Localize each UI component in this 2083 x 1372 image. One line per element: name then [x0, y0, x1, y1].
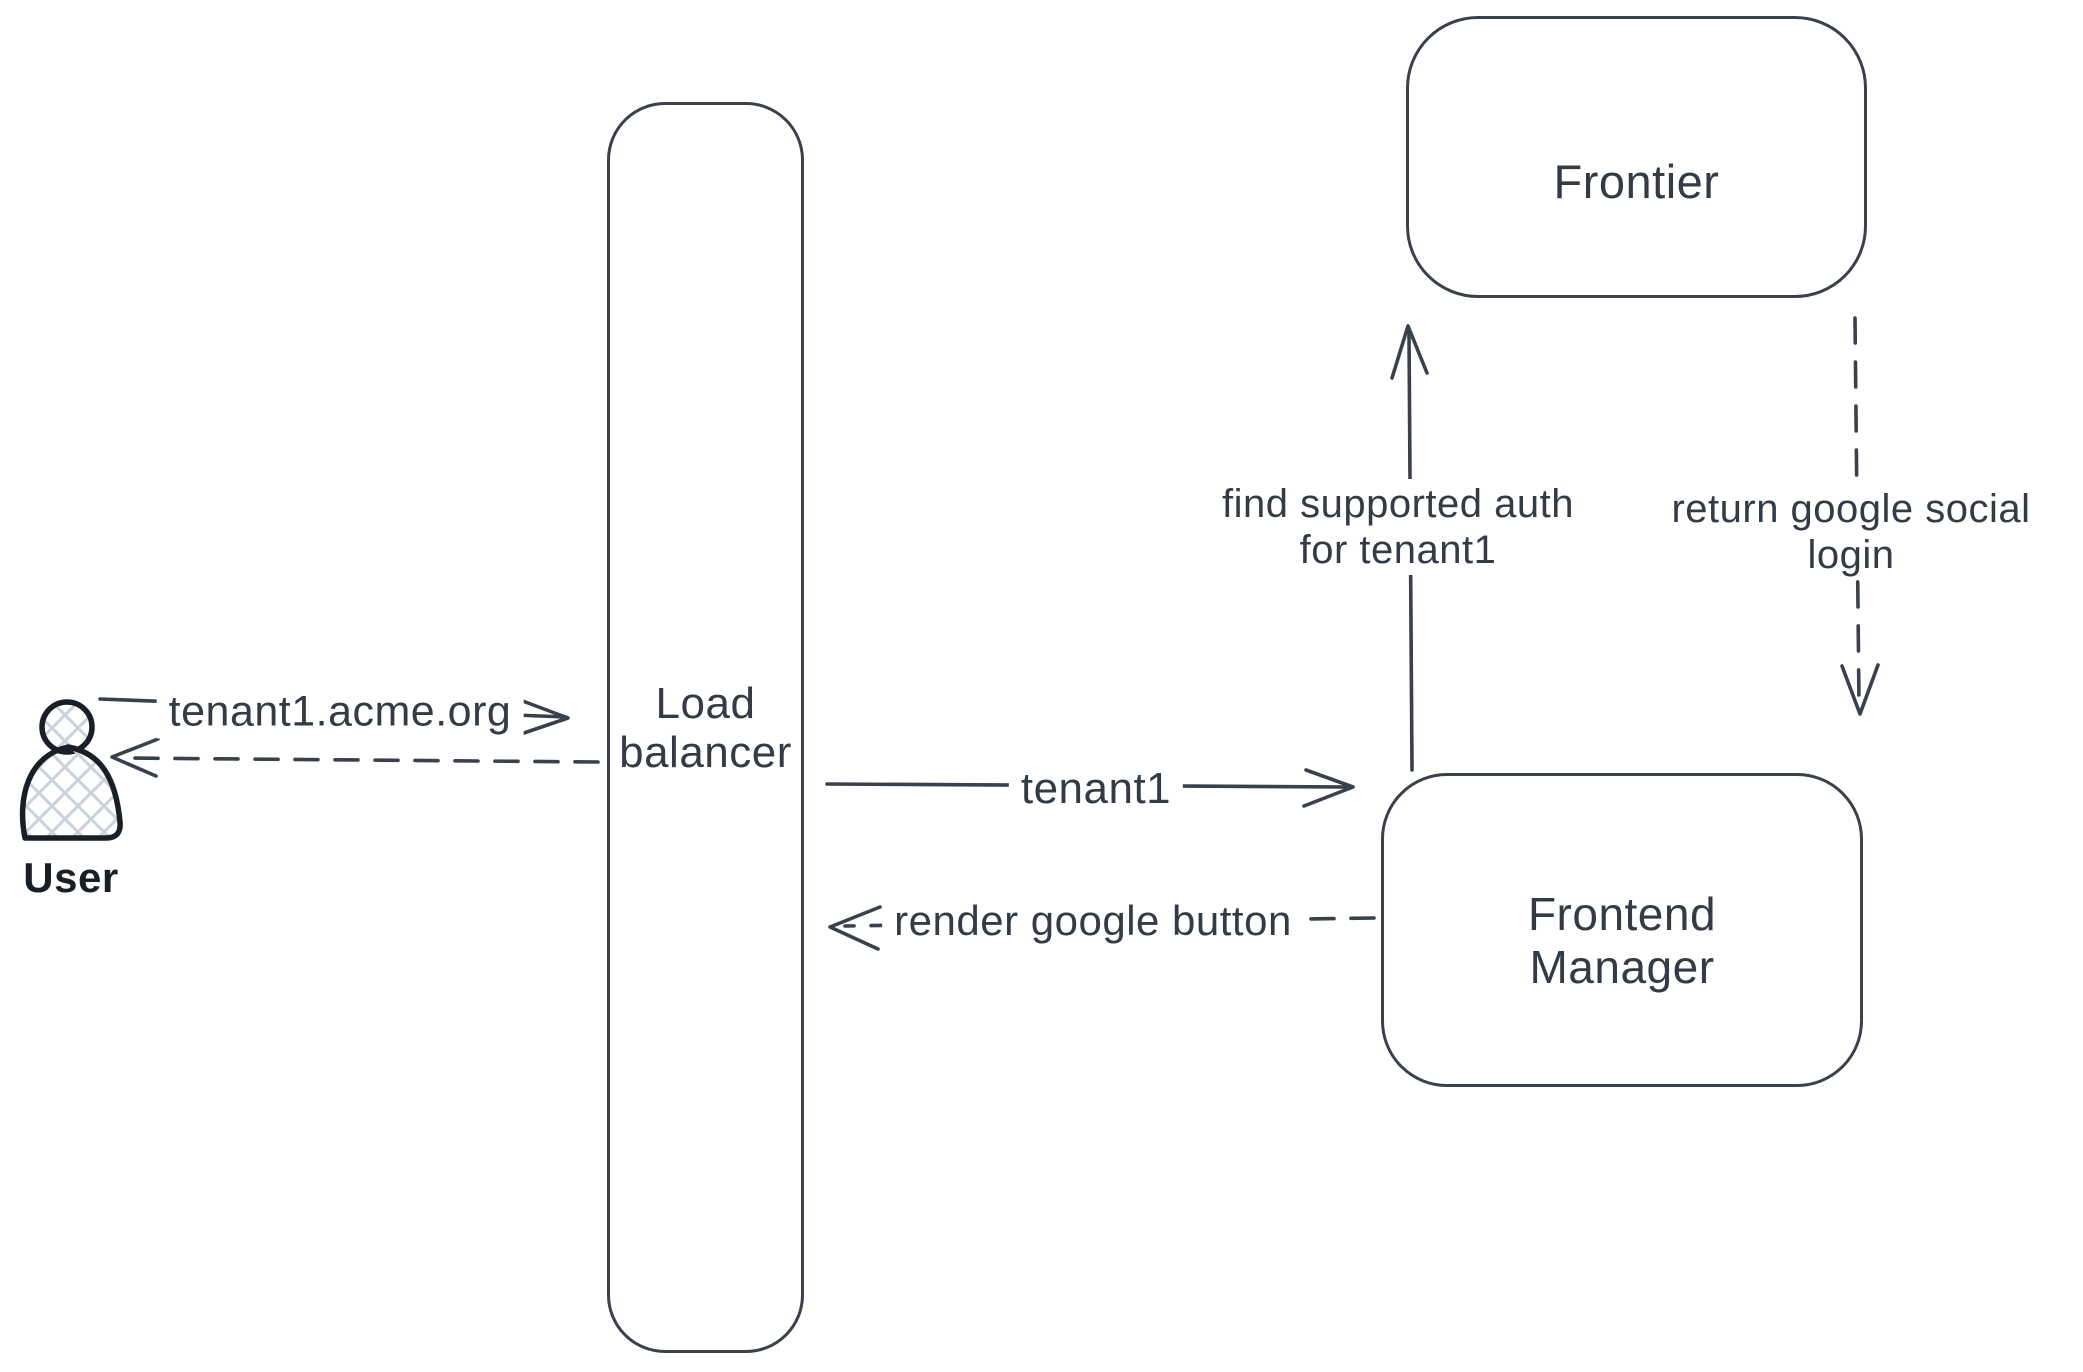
edge-label-find-supported-auth-line1: find supported auth: [1222, 482, 1574, 526]
edge-label-find-supported-auth: find supported auth for tenant1: [1210, 479, 1586, 575]
edge-label-render-google-button: render google button: [882, 895, 1304, 947]
arrow-head: [828, 905, 882, 951]
frontier-label: Frontier: [1553, 154, 1720, 208]
arrow-head: [1302, 768, 1355, 808]
arrow-line: [120, 756, 600, 764]
edge-label-return-google-social-login-line2: login: [1807, 533, 1895, 577]
arrow-head: [1840, 663, 1880, 716]
frontend-manager-node[interactable]: Frontend Manager: [1381, 773, 1863, 1087]
edge-label-return-google-social-login: return google social login: [1659, 484, 2043, 580]
load-balancer-node[interactable]: Load balancer: [607, 102, 804, 1353]
arrow-head: [110, 737, 160, 778]
load-balancer-label-line2: balancer: [619, 727, 792, 777]
load-balancer-label-line1: Load: [655, 678, 756, 728]
arrow-head: [518, 698, 570, 736]
user-figure-icon[interactable]: [19, 699, 123, 841]
frontend-manager-label-line1: Frontend: [1527, 888, 1717, 940]
frontier-node[interactable]: Frontier: [1406, 16, 1867, 298]
edge-label-return-google-social-login-line1: return google social: [1671, 487, 2031, 531]
arrow-head: [1390, 324, 1429, 380]
edge-label-tenant1: tenant1: [1008, 762, 1184, 816]
user-label: User: [23, 854, 119, 901]
edge-label-tenant1-acme-org: tenant1.acme.org: [156, 685, 524, 739]
edge-label-find-supported-auth-line2: for tenant1: [1299, 528, 1497, 572]
user-body: [19, 744, 123, 841]
arrow-load-balancer-to-user[interactable]: [110, 737, 600, 778]
frontend-manager-label-line2: Manager: [1529, 941, 1715, 993]
